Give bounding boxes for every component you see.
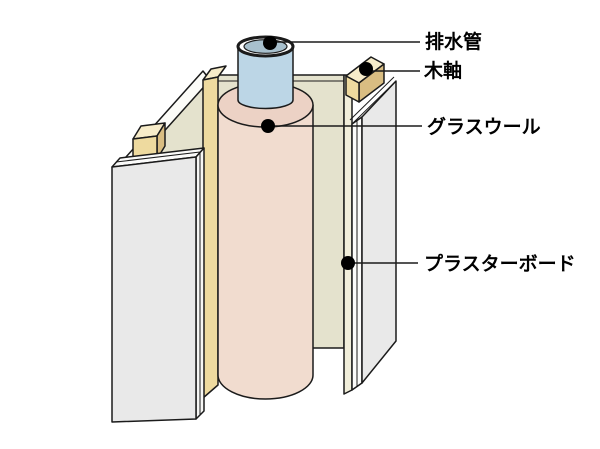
- anchor-dot-plaster-board: [341, 256, 355, 270]
- glass-wool-body: [217, 104, 314, 400]
- label-wood-frame: 木軸: [423, 59, 462, 82]
- annotations: 排水管 木軸 グラスウール プラスターボード: [261, 30, 576, 275]
- panel-front-face: [111, 156, 197, 423]
- left-plasterboard: [111, 147, 205, 423]
- stud-front-face: [345, 75, 360, 103]
- board-top-edge-line-outer: [349, 76, 395, 121]
- label-glass-wool: グラスウール: [427, 115, 541, 138]
- anchor-dot-glass-wool: [261, 119, 275, 133]
- panel-layer-line-top: [115, 151, 201, 163]
- pipe-body: [237, 45, 294, 110]
- anchor-dot-drain-pipe: [263, 36, 277, 50]
- right-wall: [343, 74, 397, 395]
- anchor-dot-wood-frame: [359, 62, 373, 76]
- stud-front-face: [202, 76, 219, 399]
- right-plasterboard-face: [361, 80, 397, 384]
- label-drain-pipe: 排水管: [425, 30, 482, 53]
- back-panel-edge-strip: [343, 74, 353, 395]
- label-plaster-board: プラスターボード: [424, 252, 576, 275]
